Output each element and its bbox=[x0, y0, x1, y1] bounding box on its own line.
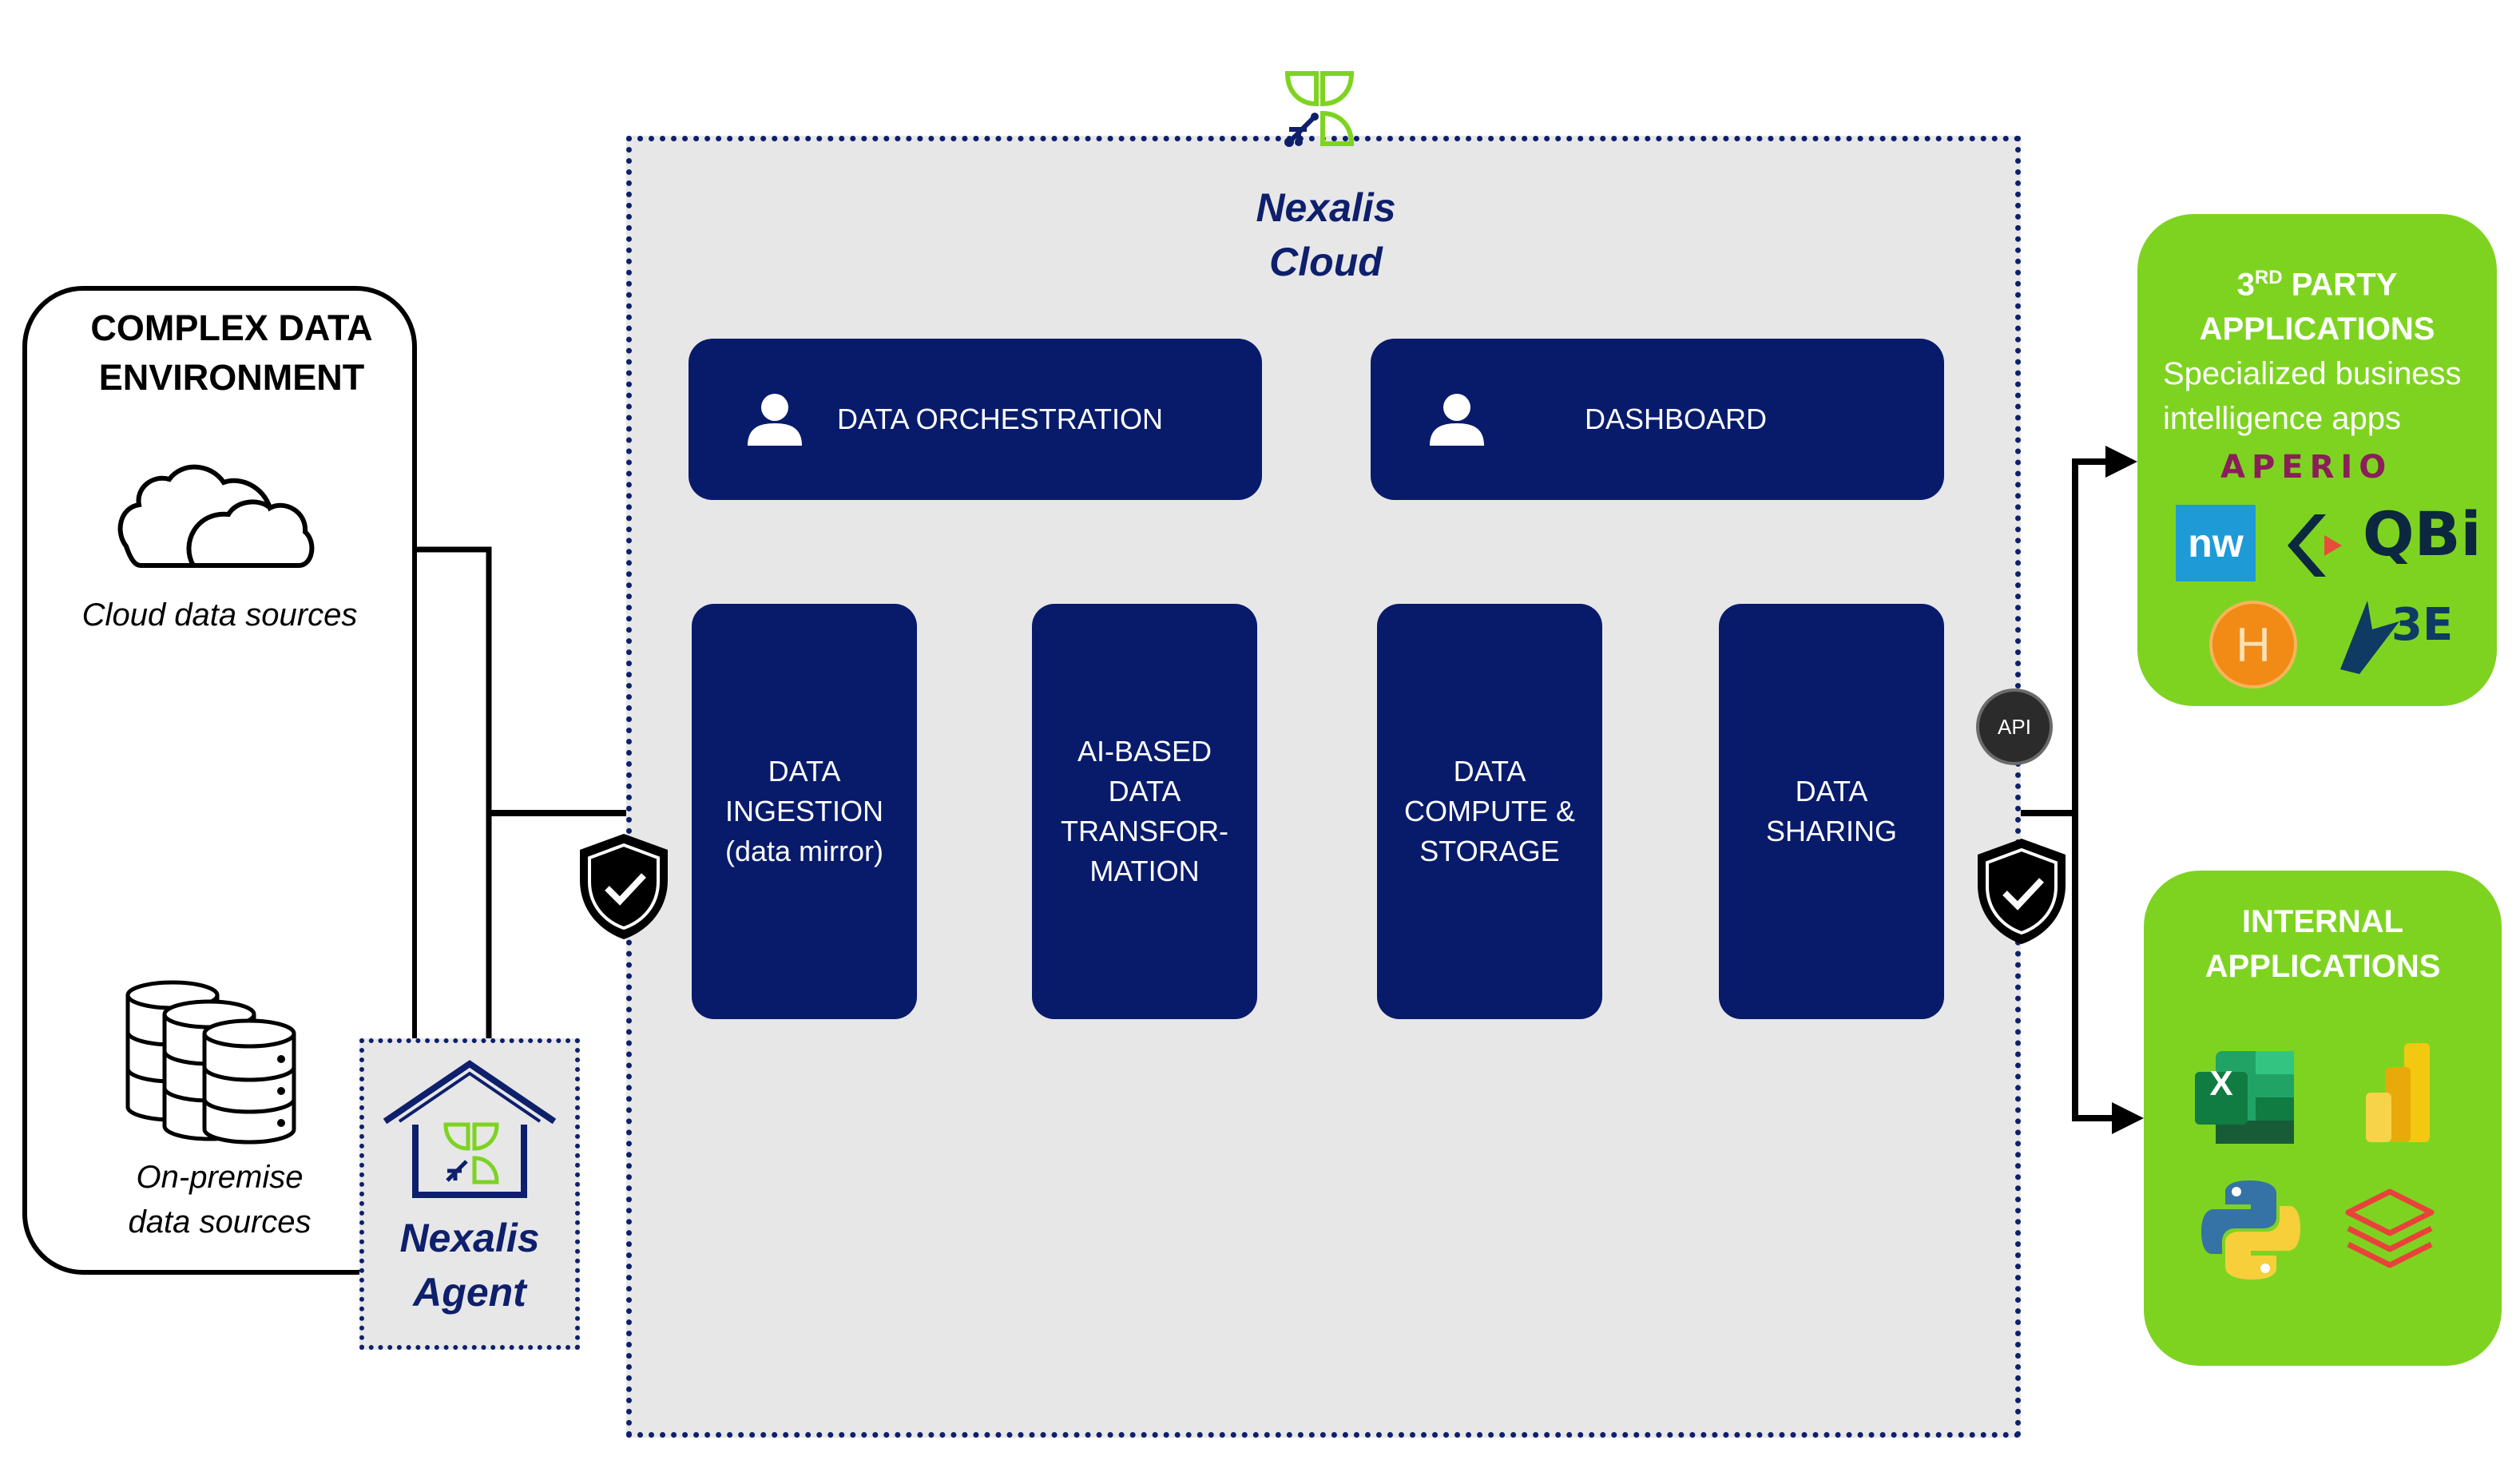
3e-leaf-icon bbox=[2340, 601, 2399, 674]
house-icon bbox=[383, 1060, 557, 1198]
ai-transformation-box: AI-BASED DATA TRANSFOR- MATION bbox=[1032, 604, 1257, 1019]
sharing-out-internal bbox=[2072, 813, 2144, 1134]
dashboard-box: DASHBOARD bbox=[1371, 339, 1944, 500]
leaf-logo-icon bbox=[1284, 71, 1355, 147]
data-ingestion-box: DATA INGESTION (data mirror) bbox=[692, 604, 917, 1019]
kinetic-logo-icon bbox=[2288, 514, 2342, 577]
cloud-data-sources-caption: Cloud data sources bbox=[81, 597, 358, 633]
data-sharing-box: DATA SHARING bbox=[1719, 604, 1944, 1019]
cloud-icon bbox=[117, 464, 315, 568]
database-icon bbox=[125, 980, 296, 1145]
person-icon bbox=[748, 394, 802, 446]
3e-logo: 3E bbox=[2391, 599, 2454, 651]
aperio-logo: APERIO bbox=[2220, 449, 2393, 486]
api-badge: API bbox=[1976, 688, 2053, 765]
excel-icon bbox=[2195, 1051, 2294, 1144]
environment-title: COMPLEX DATA ENVIRONMENT bbox=[90, 308, 373, 398]
third-party-title: 3RD PARTY bbox=[2236, 267, 2398, 303]
data-compute-storage-box: DATA COMPUTE & STORAGE bbox=[1377, 604, 1602, 1019]
h-logo: H bbox=[2209, 601, 2297, 688]
excel-letter: X bbox=[2209, 1064, 2233, 1103]
qbi-logo: QBi bbox=[2363, 498, 2482, 569]
person-icon bbox=[1430, 394, 1484, 446]
nexalis-agent-title: Nexalis Agent bbox=[399, 1216, 540, 1315]
nexalis-agent-box bbox=[359, 1038, 580, 1350]
shield-check-icon bbox=[580, 834, 668, 939]
shield-check-icon bbox=[1978, 839, 2066, 944]
python-icon bbox=[2201, 1180, 2300, 1280]
onprem-data-sources-caption: On-premise data sources bbox=[128, 1160, 312, 1240]
databricks-icon bbox=[2345, 1188, 2435, 1268]
nw-logo: nw bbox=[2176, 505, 2256, 581]
powerbi-icon bbox=[2366, 1043, 2430, 1142]
nexalis-cloud-title: Nexalis Cloud bbox=[1256, 185, 1396, 284]
data-orchestration-box: DATA ORCHESTRATION bbox=[689, 339, 1262, 500]
third-party-apps-panel: 3RD PARTY APPLICATIONS Specialized busin… bbox=[2137, 214, 2497, 706]
